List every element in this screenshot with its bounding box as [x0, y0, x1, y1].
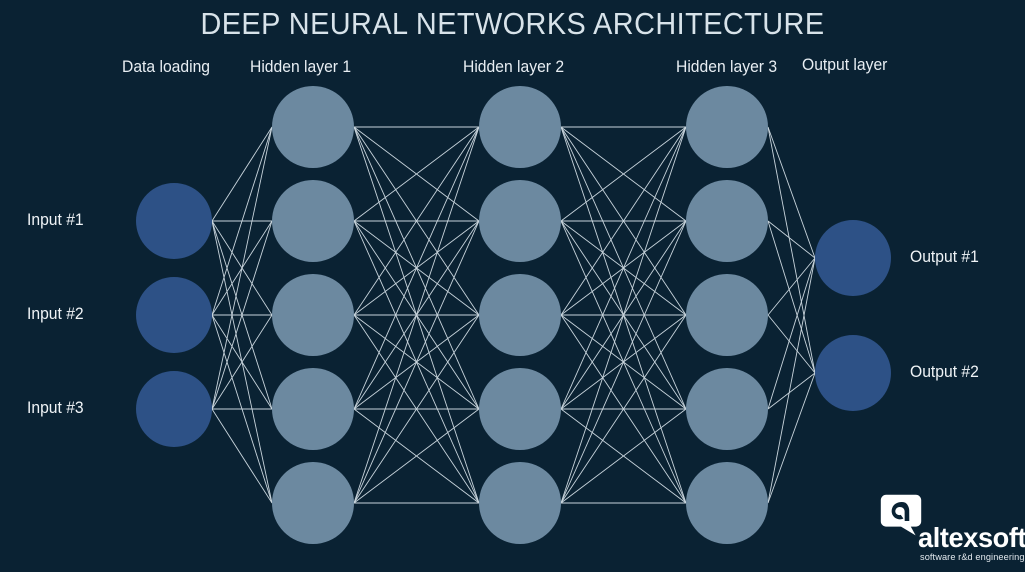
connection-edges: [211, 126, 816, 504]
node-input-layer-3: [136, 371, 212, 447]
edge-hidden-layer-1-1-to-hidden-layer-2-0: [353, 126, 480, 222]
node-label-input-1: Input #1: [27, 211, 84, 229]
edge-hidden-layer-2-1-to-hidden-layer-3-0: [560, 126, 687, 222]
node-hidden-layer-1-5: [272, 462, 354, 544]
layer-label-1: Hidden layer 1: [250, 58, 352, 76]
logo-wordmark: altexsoft: [918, 522, 1025, 553]
edge-hidden-layer-3-0-to-output-layer-0: [767, 126, 816, 259]
edge-input-layer-2-to-hidden-layer-1-4: [211, 408, 273, 504]
node-hidden-layer-1-1: [272, 86, 354, 168]
node-hidden-layer-1-3: [272, 274, 354, 356]
node-hidden-layer-3-2: [686, 180, 768, 262]
logo-tagline: software r&d engineering: [920, 552, 1025, 562]
node-hidden-layer-3-3: [686, 274, 768, 356]
page-title: DEEP NEURAL NETWORKS ARCHITECTURE: [200, 6, 825, 41]
node-hidden-layer-2-1: [479, 86, 561, 168]
edge-hidden-layer-1-4-to-hidden-layer-2-1: [353, 220, 480, 504]
edge-hidden-layer-3-3-to-output-layer-1: [767, 372, 816, 410]
edge-input-layer-0-to-hidden-layer-1-0: [211, 126, 273, 222]
edge-hidden-layer-3-3-to-output-layer-0: [767, 257, 816, 410]
edge-hidden-layer-2-4-to-hidden-layer-3-0: [560, 126, 687, 504]
node-hidden-layer-1-2: [272, 180, 354, 262]
node-output-layer-1: [815, 220, 891, 296]
node-input-layer-2: [136, 277, 212, 353]
edge-hidden-layer-1-4-to-hidden-layer-2-3: [353, 408, 480, 504]
edge-hidden-layer-3-1-to-output-layer-0: [767, 220, 816, 259]
layer-label-2: Hidden layer 2: [463, 58, 565, 76]
node-hidden-layer-2-3: [479, 274, 561, 356]
edge-hidden-layer-3-4-to-output-layer-0: [767, 257, 816, 504]
node-label-input-2: Input #2: [27, 305, 84, 323]
layer-label-4: Output layer: [802, 56, 888, 74]
edge-input-layer-2-to-hidden-layer-1-1: [211, 220, 273, 410]
node-label-output-1: Output #1: [910, 248, 979, 266]
edge-hidden-layer-2-4-to-hidden-layer-3-2: [560, 314, 687, 504]
node-hidden-layer-1-4: [272, 368, 354, 450]
node-hidden-layer-3-1: [686, 86, 768, 168]
node-output-layer-2: [815, 335, 891, 411]
altexsoft-logo: altexsoft software r&d engineering: [874, 494, 1025, 566]
altexsoft-bubble-icon: [880, 494, 922, 536]
node-hidden-layer-3-4: [686, 368, 768, 450]
edge-hidden-layer-3-1-to-output-layer-1: [767, 220, 816, 374]
edge-hidden-layer-3-0-to-output-layer-1: [767, 126, 816, 374]
edge-input-layer-2-to-hidden-layer-1-2: [211, 314, 273, 410]
node-hidden-layer-2-5: [479, 462, 561, 544]
edge-input-layer-2-to-hidden-layer-1-0: [211, 126, 273, 410]
edge-hidden-layer-3-2-to-output-layer-0: [767, 257, 816, 316]
edge-input-layer-1-to-hidden-layer-1-0: [211, 126, 273, 316]
node-label-input-3: Input #3: [27, 399, 84, 417]
edge-hidden-layer-2-4-to-hidden-layer-3-1: [560, 220, 687, 504]
node-hidden-layer-2-4: [479, 368, 561, 450]
edge-hidden-layer-2-2-to-hidden-layer-3-0: [560, 126, 687, 316]
layer-label-0: Data loading: [122, 58, 211, 76]
edge-hidden-layer-3-4-to-output-layer-1: [767, 372, 816, 504]
edge-hidden-layer-1-2-to-hidden-layer-2-0: [353, 126, 480, 316]
node-hidden-layer-2-2: [479, 180, 561, 262]
edge-hidden-layer-3-2-to-output-layer-1: [767, 314, 816, 374]
edge-hidden-layer-2-4-to-hidden-layer-3-3: [560, 408, 687, 504]
edge-hidden-layer-1-4-to-hidden-layer-2-2: [353, 314, 480, 504]
edge-hidden-layer-1-3-to-hidden-layer-2-0: [353, 126, 480, 410]
network-nodes: [136, 86, 891, 544]
node-hidden-layer-3-5: [686, 462, 768, 544]
node-input-layer-1: [136, 183, 212, 259]
node-label-output-2: Output #2: [910, 363, 979, 381]
edge-hidden-layer-1-4-to-hidden-layer-2-0: [353, 126, 480, 504]
edge-hidden-layer-2-3-to-hidden-layer-3-0: [560, 126, 687, 410]
layer-label-3: Hidden layer 3: [676, 58, 778, 76]
